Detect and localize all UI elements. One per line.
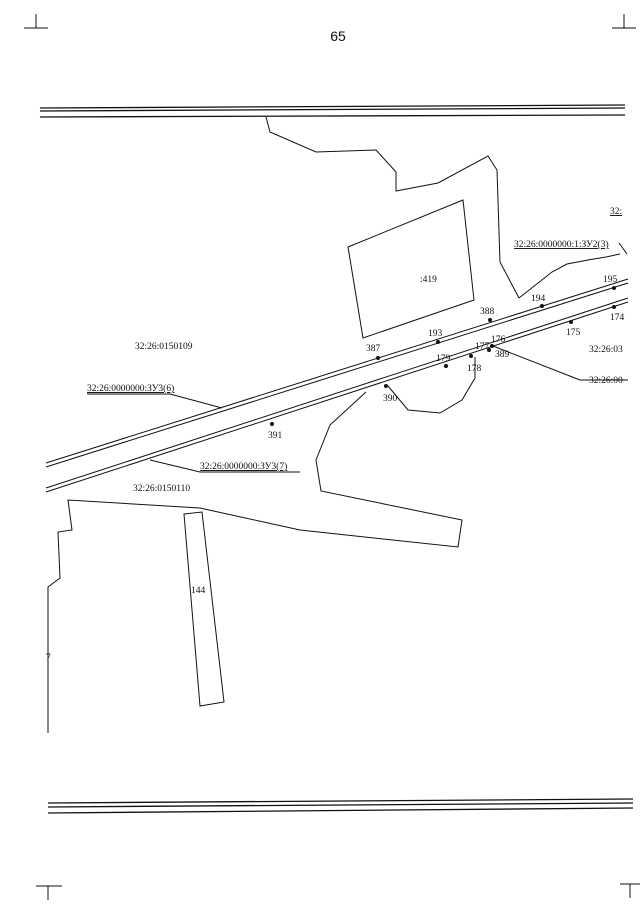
point-175 (569, 320, 573, 324)
boundary-tick-right (618, 242, 628, 255)
frame-bottom (47, 798, 634, 814)
label-cut-left: 7 (46, 653, 51, 663)
point-179 (444, 364, 448, 368)
point-177 (487, 348, 491, 352)
label-193: 193 (428, 329, 443, 339)
label-174: 174 (610, 313, 625, 323)
label-177: 177 (475, 342, 490, 352)
label-quarter-110: 32:26:0150110 (133, 484, 190, 494)
label-cut-top: 32: (610, 207, 622, 217)
boundary-lower-2 (47, 391, 463, 733)
point-387 (376, 356, 380, 360)
point-388 (488, 318, 492, 322)
label-389: 389 (495, 350, 510, 360)
label-390: 390 (383, 394, 398, 404)
point-labels: 195 194 174 175 388 193 176 177 387 179 … (268, 275, 625, 441)
corner-marks (24, 14, 640, 900)
point-390 (384, 384, 388, 388)
label-387: 387 (366, 344, 381, 354)
label-zu2-3: 32:26:0000000:1:ЗУ2(3) (514, 239, 609, 250)
parcel-419-outline (347, 199, 475, 339)
label-quarter-109: 32:26:0150109 (135, 342, 193, 352)
label-parcel-144: 144 (191, 586, 206, 596)
label-zu3-7: 32:26:0000000:ЗУ3(7) (200, 461, 287, 472)
point-195 (612, 286, 616, 290)
label-176: 176 (491, 335, 506, 345)
point-176 (490, 344, 494, 348)
label-195: 195 (603, 275, 618, 285)
parcel-144-outline (183, 511, 225, 707)
frame-top (39, 104, 626, 118)
label-175: 175 (566, 328, 581, 338)
point-194 (540, 304, 544, 308)
survey-points (270, 286, 616, 426)
label-179: 179 (436, 354, 451, 364)
label-178: 178 (467, 364, 482, 374)
boundary-upper-right (518, 253, 621, 299)
parcel-labels: :419 144 32:26:0000000:1:ЗУ2(3) 32:26:00… (46, 207, 623, 663)
page-number: 65 (330, 28, 346, 44)
label-391: 391 (268, 431, 283, 441)
point-178 (469, 354, 473, 358)
boundary-upper (265, 116, 520, 299)
leader-lines (87, 345, 628, 473)
label-388: 388 (480, 307, 495, 317)
point-391 (270, 422, 274, 426)
label-194: 194 (531, 294, 546, 304)
boundary-lower (387, 357, 476, 414)
point-174 (612, 305, 616, 309)
road-strip (45, 278, 629, 493)
label-quarter-03: 32:26:03 (589, 345, 623, 355)
point-193 (436, 340, 440, 344)
label-quarter-00: 32:26:00 (589, 376, 623, 386)
label-parcel-419: :419 (420, 275, 437, 285)
label-zu3-6: 32:26:0000000:ЗУ3(6) (87, 383, 174, 394)
